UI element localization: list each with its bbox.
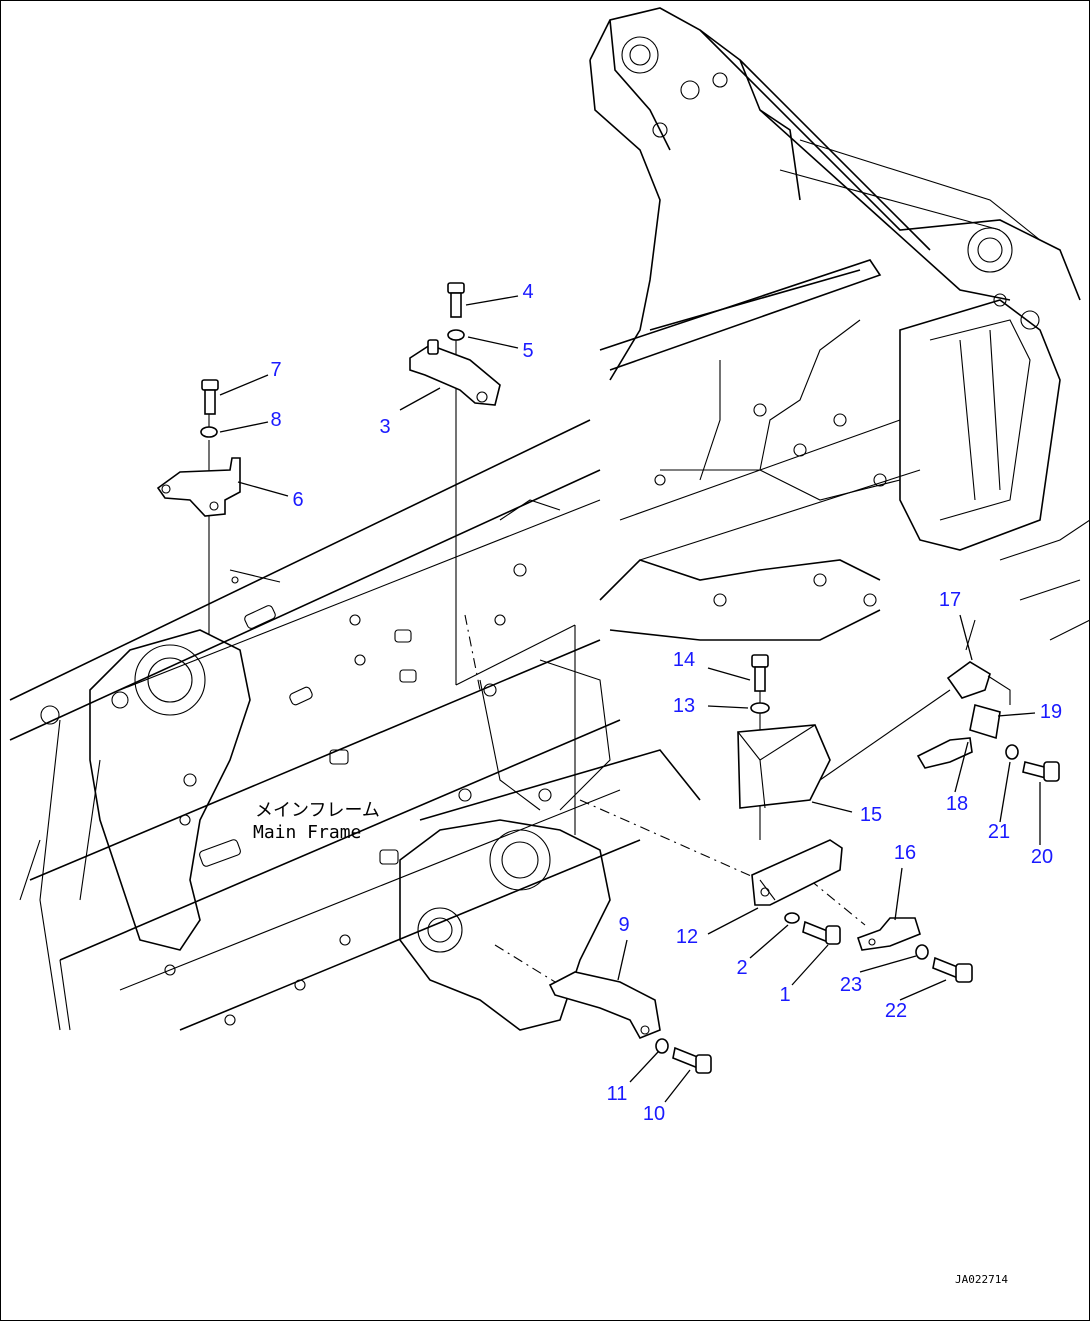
callout-21[interactable]: 21 [987, 821, 1011, 843]
bolt-10 [672, 1046, 712, 1074]
bolt-22 [932, 956, 973, 983]
bracket-3 [409, 339, 501, 406]
callout-1[interactable]: 1 [779, 984, 791, 1006]
bolt-4 [447, 282, 465, 318]
bolt-1 [802, 920, 841, 945]
washer-21 [1005, 744, 1019, 760]
callout-22[interactable]: 22 [884, 1000, 908, 1022]
callout-19[interactable]: 19 [1039, 701, 1063, 723]
bracket-9 [548, 971, 661, 1040]
cover-15 [737, 724, 831, 809]
main-frame-structure [9, 419, 701, 1031]
connector-18 [916, 737, 973, 769]
bracket-12 [751, 839, 843, 906]
callout-12[interactable]: 12 [675, 926, 699, 948]
bolt-20 [1022, 761, 1060, 782]
bolt-14 [751, 654, 769, 692]
clamp-16 [856, 917, 921, 951]
callout-14[interactable]: 14 [672, 649, 696, 671]
upper-frame-structure [589, 7, 1090, 641]
assembly-lines [208, 330, 951, 986]
drawing-number: JA022714 [955, 1273, 1008, 1286]
callout-7[interactable]: 7 [270, 359, 282, 381]
callout-4[interactable]: 4 [522, 281, 534, 303]
callout-11[interactable]: 11 [606, 1083, 628, 1105]
callout-leaders [219, 295, 1041, 1103]
callout-18[interactable]: 18 [945, 793, 969, 815]
main-frame-label-jp: メインフレーム [255, 800, 380, 821]
callout-23[interactable]: 23 [839, 974, 863, 996]
washer-13 [750, 702, 770, 714]
callout-9[interactable]: 9 [618, 914, 630, 936]
callout-2[interactable]: 2 [736, 957, 748, 979]
main-frame-label-en: Main Frame [253, 822, 362, 843]
connector-19 [969, 703, 1001, 740]
callout-13[interactable]: 13 [672, 695, 696, 717]
callout-16[interactable]: 16 [893, 842, 917, 864]
callout-8[interactable]: 8 [270, 409, 282, 431]
callout-10[interactable]: 10 [642, 1103, 666, 1125]
bolt-7 [201, 379, 219, 415]
washer-2 [784, 912, 800, 924]
washer-8 [200, 426, 218, 438]
callout-3[interactable]: 3 [379, 416, 391, 438]
callout-15[interactable]: 15 [859, 804, 883, 826]
washer-11 [655, 1038, 669, 1054]
washer-5 [447, 329, 465, 341]
callout-5[interactable]: 5 [522, 340, 534, 362]
callout-17[interactable]: 17 [938, 589, 962, 611]
bracket-6 [156, 457, 241, 517]
washer-23 [915, 944, 929, 960]
sensor-17 [946, 619, 1011, 705]
callout-6[interactable]: 6 [292, 489, 304, 511]
callout-20[interactable]: 20 [1030, 846, 1054, 868]
